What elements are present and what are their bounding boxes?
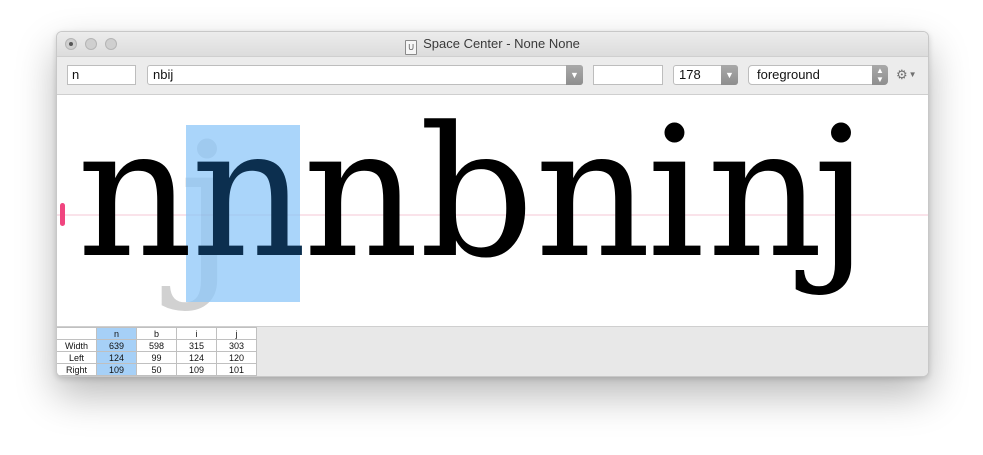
title-bar[interactable]: U Space Center - None None: [57, 32, 928, 57]
metrics-cell[interactable]: 124: [96, 351, 137, 364]
suffix-field[interactable]: [593, 65, 663, 85]
metrics-row-label: Left: [57, 351, 97, 364]
metrics-header-n[interactable]: n: [96, 327, 137, 340]
metrics-header-b[interactable]: b: [136, 327, 177, 340]
glyph-n-6[interactable]: n: [707, 95, 823, 298]
close-button[interactable]: [65, 38, 77, 50]
toolbar: n nbij ▼ 178 ▼ foreground ▲▼ ⚙▼: [57, 57, 928, 95]
metrics-cell[interactable]: 99: [136, 351, 177, 364]
metrics-cell[interactable]: 120: [216, 351, 257, 364]
metrics-cell[interactable]: 303: [216, 339, 257, 352]
metrics-row-right: Right 109 50 109 101: [57, 363, 257, 376]
layer-popup[interactable]: foreground ▲▼: [748, 65, 888, 85]
layer-updown-icon[interactable]: ▲▼: [872, 65, 888, 85]
metrics-header-i[interactable]: i: [176, 327, 217, 340]
metrics-row-label: Width: [57, 339, 97, 352]
window-title: Space Center - None None: [423, 36, 580, 51]
glyph-name-value: n: [72, 67, 80, 82]
metrics-cell[interactable]: 315: [176, 339, 217, 352]
glyph-n-0[interactable]: n: [77, 95, 193, 298]
minimize-button[interactable]: [85, 38, 97, 50]
gear-icon[interactable]: ⚙▼: [896, 67, 917, 82]
text-combo-chevron-icon[interactable]: ▼: [566, 65, 583, 85]
text-combo-value: nbij: [153, 67, 174, 82]
metrics-cell[interactable]: 50: [136, 363, 177, 376]
gear-caret-icon: ▼: [908, 70, 917, 79]
glyph-n-2[interactable]: n: [303, 95, 419, 298]
metrics-cell[interactable]: 124: [176, 351, 217, 364]
glyph-b-3[interactable]: b: [419, 95, 534, 298]
metrics-cell[interactable]: 598: [136, 339, 177, 352]
metrics-header-corner: [57, 327, 97, 340]
metrics-table: n b i j Width 639 598 315 303 Left 124 9…: [57, 327, 257, 376]
metrics-header-j[interactable]: j: [216, 327, 257, 340]
size-value: 178: [679, 67, 701, 82]
glyph-n-1[interactable]: n: [191, 95, 307, 298]
metrics-cell[interactable]: 109: [176, 363, 217, 376]
glyph-i-5[interactable]: i: [647, 95, 705, 298]
layer-value: foreground: [757, 67, 820, 82]
text-combo-box[interactable]: nbij ▼: [147, 65, 583, 85]
insertion-marker[interactable]: [60, 203, 65, 226]
metrics-header-row: n b i j: [57, 327, 257, 340]
glyph-n-4[interactable]: n: [535, 95, 651, 298]
metrics-row-label: Right: [57, 363, 97, 376]
metrics-row-left: Left 124 99 124 120: [57, 351, 257, 364]
metrics-cell[interactable]: 109: [96, 363, 137, 376]
metrics-row-width: Width 639 598 315 303: [57, 339, 257, 352]
metrics-cell[interactable]: 639: [96, 339, 137, 352]
selected-glyph-highlight[interactable]: [186, 125, 300, 302]
metrics-cell[interactable]: 101: [216, 363, 257, 376]
size-combo-box[interactable]: 178 ▼: [673, 65, 738, 85]
metrics-panel: n b i j Width 639 598 315 303 Left 124 9…: [57, 326, 928, 376]
glyph-name-field[interactable]: n: [67, 65, 136, 85]
size-chevron-icon[interactable]: ▼: [721, 65, 738, 85]
zoom-button[interactable]: [105, 38, 117, 50]
window-title-wrap: U Space Center - None None: [57, 36, 928, 55]
document-icon: U: [405, 40, 418, 55]
